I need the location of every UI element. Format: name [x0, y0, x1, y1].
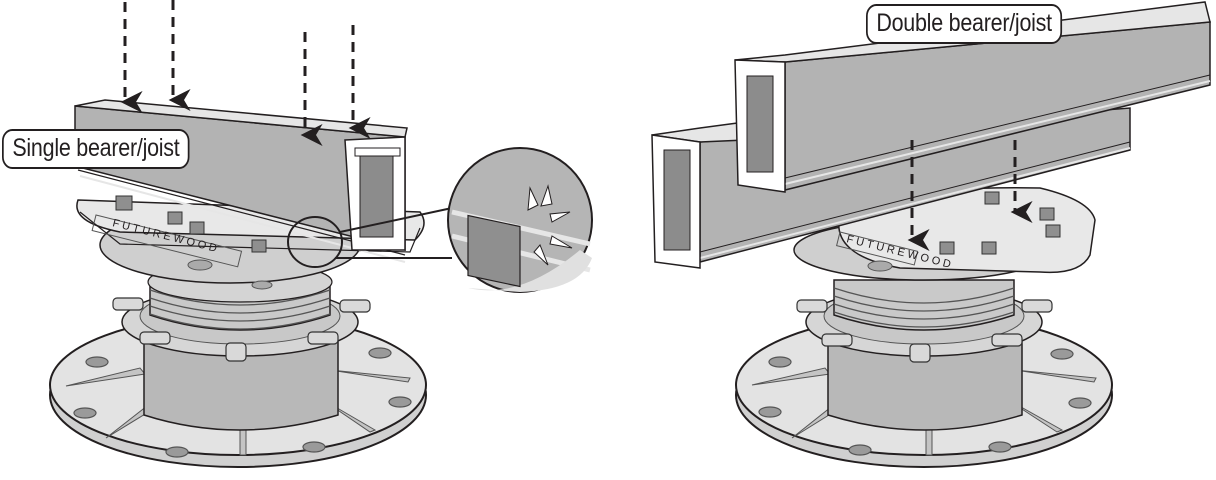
right-base-cylinder — [827, 341, 1023, 431]
left-load-arrows — [120, 0, 371, 146]
click-burst-icon — [527, 184, 573, 266]
right-pedestal: FUTUREWOOD — [651, 1, 1211, 468]
right-threaded-column — [833, 279, 1015, 331]
double-bearer-label: Double bearer/joist — [866, 4, 1063, 44]
single-bearer-label: Single bearer/joist — [2, 129, 190, 169]
clip-tab-icon — [467, 214, 521, 288]
clip-detail-callout — [447, 147, 593, 293]
detail-focus-circle — [287, 216, 343, 268]
right-load-arrows — [907, 140, 1033, 251]
left-base-cylinder — [143, 341, 339, 431]
